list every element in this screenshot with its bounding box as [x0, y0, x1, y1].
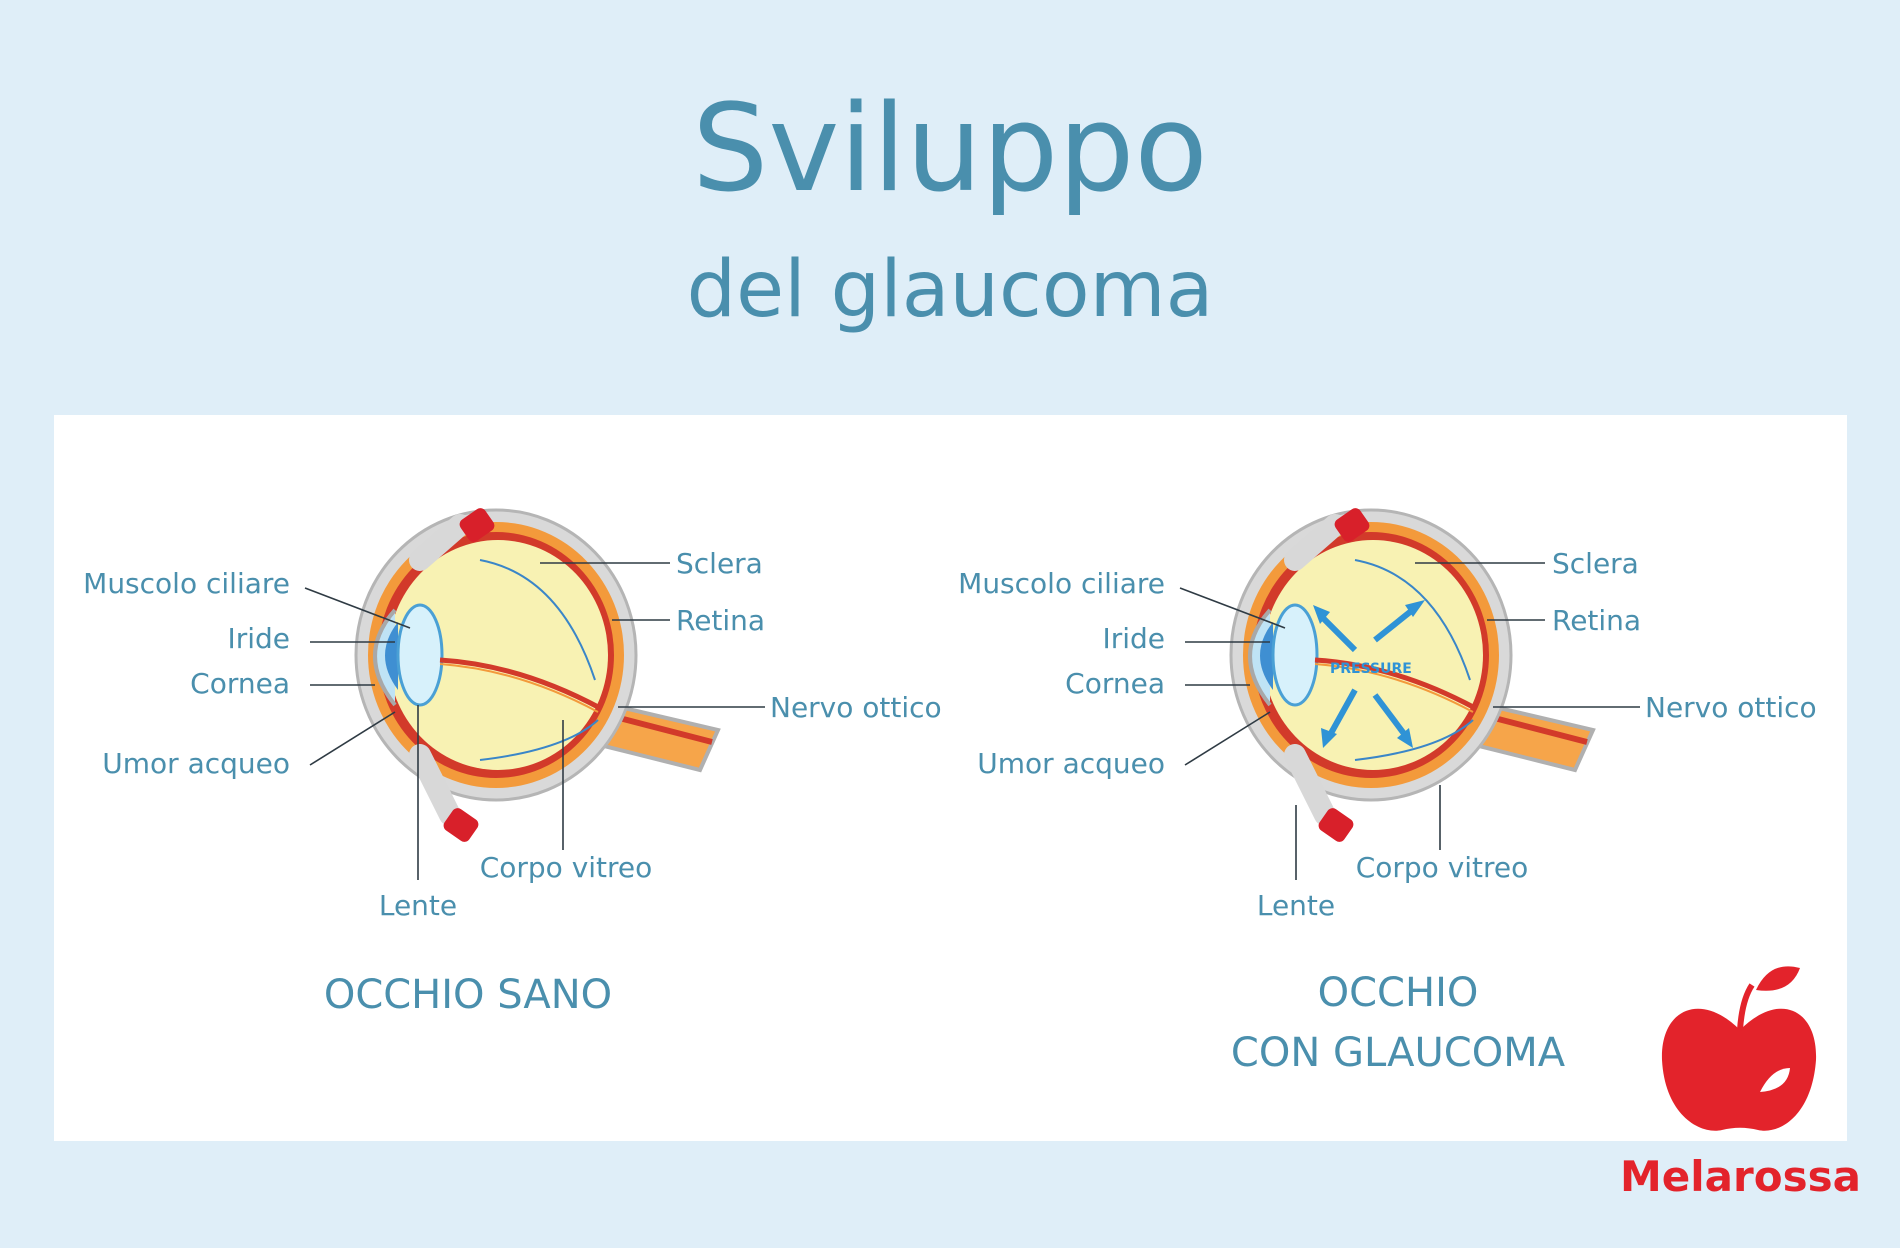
- glaucoma-eye-illustration: PRESSURE: [1231, 506, 1593, 845]
- label-corpo-vitreo: Corpo vitreo: [1356, 851, 1529, 884]
- label-lente: Lente: [1257, 889, 1335, 922]
- page-subtitle: del glaucoma: [686, 245, 1214, 335]
- label-iride: Iride: [1102, 622, 1165, 655]
- label-sclera: Sclera: [1552, 547, 1639, 580]
- healthy-eye-illustration: [356, 506, 718, 845]
- caption-occhio: OCCHIO: [1318, 970, 1479, 1016]
- label-retina: Retina: [1552, 604, 1641, 637]
- label-cornea: Cornea: [1065, 667, 1165, 700]
- label-sclera: Sclera: [676, 547, 763, 580]
- label-umor-acqueo: Umor acqueo: [977, 747, 1165, 780]
- healthy-eye-labels: Muscolo ciliare Iride Cornea Umor acqueo…: [83, 547, 942, 1018]
- label-retina: Retina: [676, 604, 765, 637]
- label-iride: Iride: [227, 622, 290, 655]
- diagram-panel: [54, 415, 1847, 1141]
- apple-logo-icon: [1661, 966, 1817, 1131]
- label-muscolo-ciliare: Muscolo ciliare: [958, 567, 1165, 600]
- pressure-label: PRESSURE: [1330, 661, 1412, 677]
- caption-con-glaucoma: CON GLAUCOMA: [1231, 1030, 1566, 1076]
- label-cornea: Cornea: [190, 667, 290, 700]
- pressure-arrows: [1313, 600, 1425, 748]
- page-title: Sviluppo: [692, 80, 1208, 219]
- caption-occhio-sano: OCCHIO SANO: [324, 972, 612, 1018]
- brand-name: Melarossa: [1620, 1152, 1861, 1201]
- glaucoma-eye-labels: Muscolo ciliare Iride Cornea Umor acqueo…: [958, 547, 1817, 1076]
- label-muscolo-ciliare: Muscolo ciliare: [83, 567, 290, 600]
- label-umor-acqueo: Umor acqueo: [102, 747, 290, 780]
- glaucoma-eye-leaders: [1179, 562, 1640, 880]
- label-nervo-ottico: Nervo ottico: [770, 691, 942, 724]
- healthy-eye-leaders: [304, 562, 765, 880]
- label-nervo-ottico: Nervo ottico: [1645, 691, 1817, 724]
- label-lente: Lente: [379, 889, 457, 922]
- label-corpo-vitreo: Corpo vitreo: [480, 851, 653, 884]
